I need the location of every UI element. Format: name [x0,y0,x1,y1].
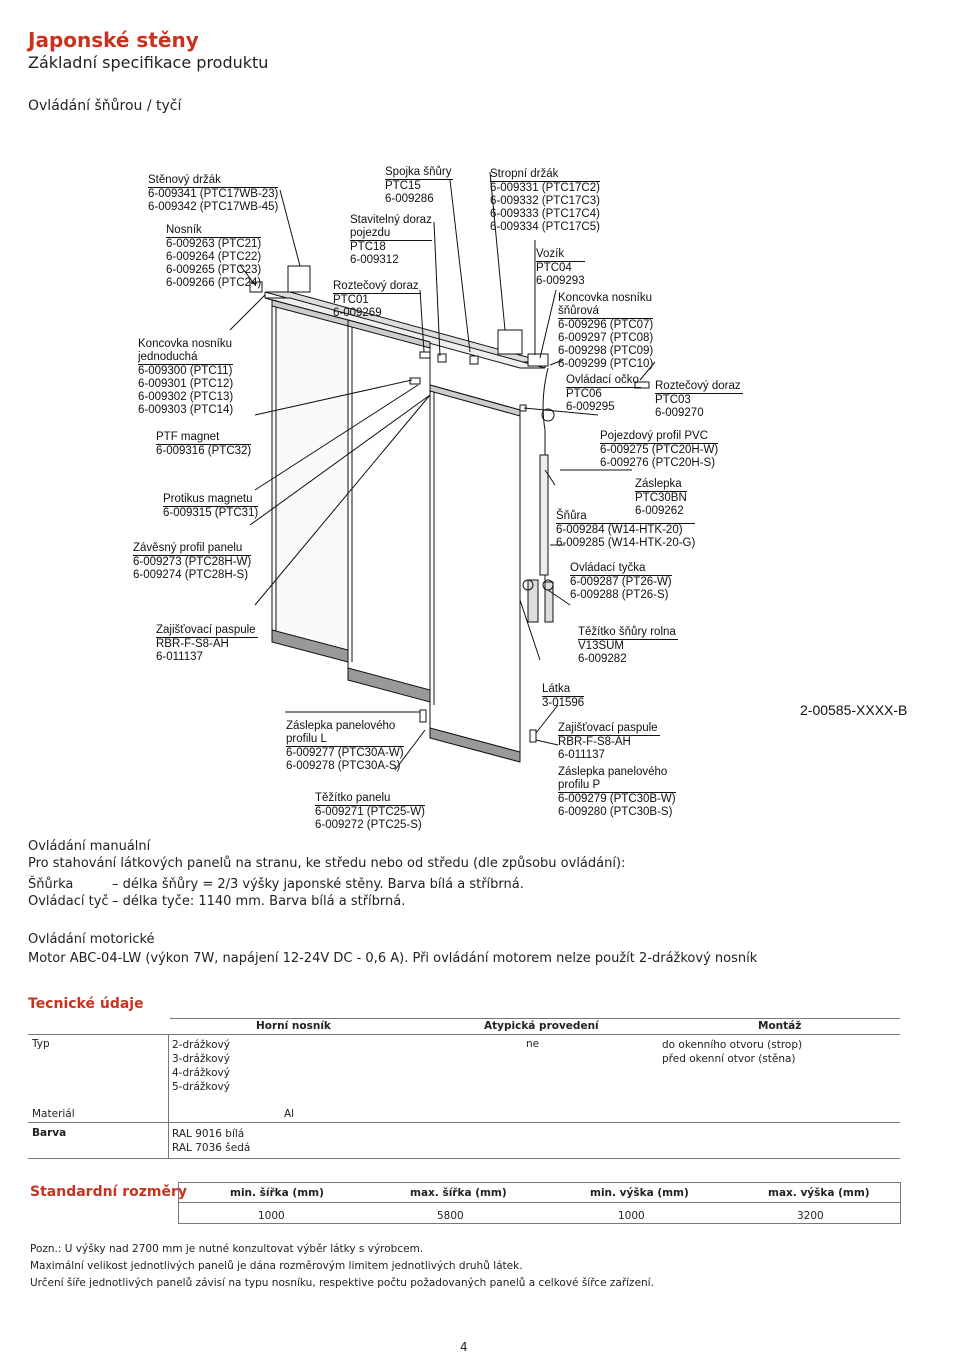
manual-line1-text: – délka šňůry = 2/3 výšky japonské stěny… [112,877,524,892]
tech-top-rule [170,1018,900,1019]
standard-val-minw: 1000 [258,1210,285,1222]
standard-mid-rule [178,1202,900,1203]
wand-shape [539,454,549,576]
manual-line2-text: – délka tyče: 1140 mm. Barva bílá a stří… [112,894,406,909]
standard-col-minh: min. výška (mm) [590,1187,689,1199]
tech-row-rule [28,1122,900,1123]
standard-box [178,1182,901,1224]
tech-col-horni: Horní nosník [256,1020,331,1032]
tech-row-material-value: Al [284,1108,295,1120]
page-number: 4 [460,1340,468,1354]
panels [271,299,521,763]
manual-line2-label: Ovládací tyč [28,894,109,909]
tech-col-montaz: Montáž [758,1020,802,1032]
tech-row-typ-label: Typ [32,1038,50,1050]
tech-col-atyp: Atypická provedení [484,1020,599,1032]
motor-heading: Ovládání motorické [28,932,155,947]
standard-val-maxh: 3200 [797,1210,824,1222]
standard-val-maxw: 5800 [437,1210,464,1222]
manual-section: Ovládání manuální Pro stahování látkovýc… [28,838,625,872]
tech-vertical-rule [168,1034,169,1158]
note-1: Pozn.: U výšky nad 2700 mm je nutné konz… [30,1243,424,1255]
standard-col-maxh: max. výška (mm) [768,1187,870,1199]
manual-intro: Pro stahování látkových panelů na stranu… [28,856,626,871]
wall-bracket-shape [287,265,311,293]
tech-header-rule [28,1034,900,1035]
page-title: Japonské stěny [28,28,199,52]
tech-row-material-label: Materiál [32,1108,75,1120]
note-2: Maximální velikost jednotlivých panelů j… [30,1260,523,1272]
motor-section: Ovládání motorické Motor ABC-04-LW (výko… [28,931,757,967]
motor-text: Motor ABC-04-LW (výkon 7W, napájení 12-2… [28,951,758,966]
section-label: Ovládání šňůrou / tyčí [28,98,182,114]
standard-val-minh: 1000 [618,1210,645,1222]
tech-row-barva-label: Barva [32,1127,67,1139]
manual-line-cord: Šňůrka – délka šňůry = 2/3 výšky japonské… [28,877,524,892]
tech-row-typ-atyp: ne [526,1038,540,1050]
manual-heading: Ovládání manuální [28,839,151,854]
standard-left-rule [178,1182,179,1223]
technical-heading: Tecnické údaje [28,996,144,1012]
manual-line1-label: Šňůrka [28,877,74,892]
standard-col-maxw: max. šířka (mm) [410,1187,507,1199]
ceiling-bracket-shape [497,329,523,355]
standard-heading: Standardní rozměry [30,1184,188,1200]
manual-line-wand: Ovládací tyč– délka tyče: 1140 mm. Barva… [28,894,405,909]
page-subtitle: Základní specifikace produktu [28,53,269,72]
assembly-drawing [229,171,656,771]
note-3: Určení šíře jednotlivých panelů závisí n… [30,1277,654,1289]
tech-row-typ-montaz: do okenního otvoru (strop)před okenní ot… [662,1039,803,1065]
standard-col-minw: min. šířka (mm) [230,1187,324,1199]
reference-code: 2-00585-XXXX-B [800,702,908,718]
tech-bottom-rule [28,1158,900,1159]
